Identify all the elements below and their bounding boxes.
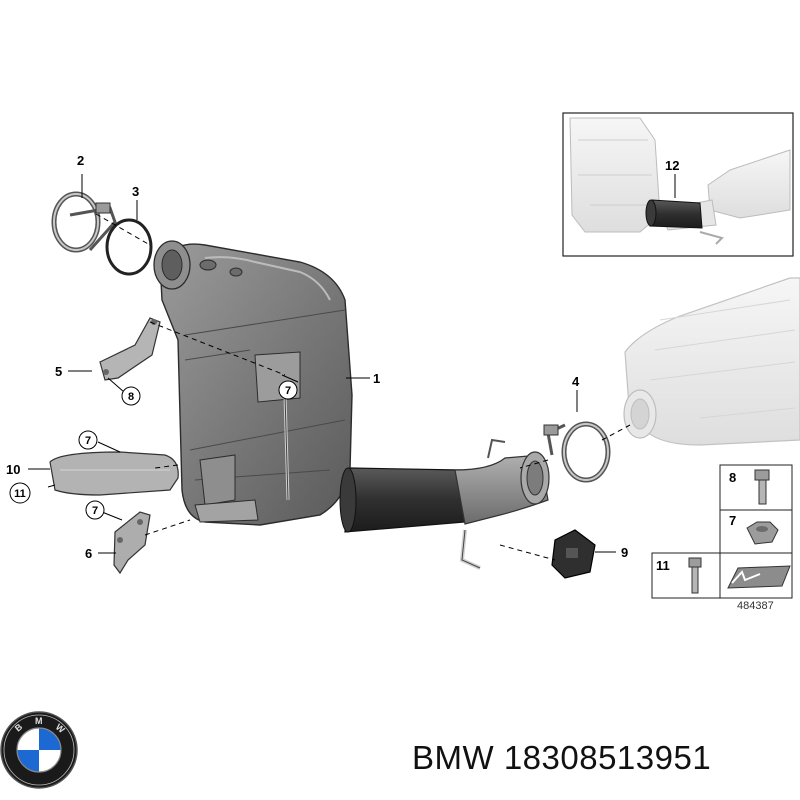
bracket-part-5 [99, 317, 161, 381]
heat-shield-part-10 [49, 451, 179, 496]
sleeve-part-12 [645, 199, 703, 229]
rubber-mount-part-9 [551, 529, 596, 579]
callout-4: 4 [572, 374, 580, 389]
callout-3: 3 [132, 184, 139, 199]
callout-5: 5 [55, 364, 62, 379]
circled-callout-11: 11 [9, 482, 31, 504]
bmw-logo: B M W [0, 711, 78, 789]
svg-text:M: M [35, 716, 43, 726]
exhaust-flex-pipe [339, 438, 550, 570]
diagram-id: 484387 [737, 600, 774, 612]
circled-callout-8: 8 [121, 386, 141, 406]
part-number-caption: BMW 18308513951 [412, 739, 712, 776]
circled-callout-7-bracket: 7 [85, 500, 105, 520]
assembly-dash-lines [95, 213, 631, 561]
svg-text:B: B [13, 721, 25, 733]
svg-text:7: 7 [85, 435, 91, 447]
callout-6: 6 [85, 546, 92, 561]
clamp-part-2 [51, 174, 117, 253]
callout-2: 2 [77, 153, 84, 168]
hardware-table: 8 7 11 484387 [651, 464, 793, 612]
inset-box: 12 [562, 112, 794, 257]
table-number-7: 7 [729, 513, 736, 528]
bolt-part-8 [754, 469, 770, 505]
svg-text:7: 7 [92, 505, 98, 517]
ghost-muffler [623, 277, 800, 446]
callout-10: 10 [6, 462, 20, 477]
bracket-part-6 [113, 511, 151, 575]
svg-text:7: 7 [285, 385, 291, 397]
table-number-11: 11 [656, 558, 670, 573]
callout-12: 12 [665, 158, 679, 173]
table-number-8: 8 [729, 470, 736, 485]
svg-text:11: 11 [14, 488, 26, 500]
callout-1: 1 [373, 371, 380, 386]
gasket-part-3 [105, 200, 153, 276]
clamp-part-4 [543, 390, 611, 483]
circled-callout-7-shield: 7 [78, 430, 98, 450]
callout-9: 9 [621, 545, 628, 560]
svg-text:8: 8 [128, 391, 134, 403]
nut-part-7 [746, 521, 779, 545]
dpf-catalytic-converter [153, 240, 353, 526]
bolt-part-11 [688, 557, 702, 594]
direction-arrow-icon [727, 565, 791, 589]
circled-callout-7-dpf: 7 [278, 380, 298, 400]
leader-lines [28, 370, 616, 554]
